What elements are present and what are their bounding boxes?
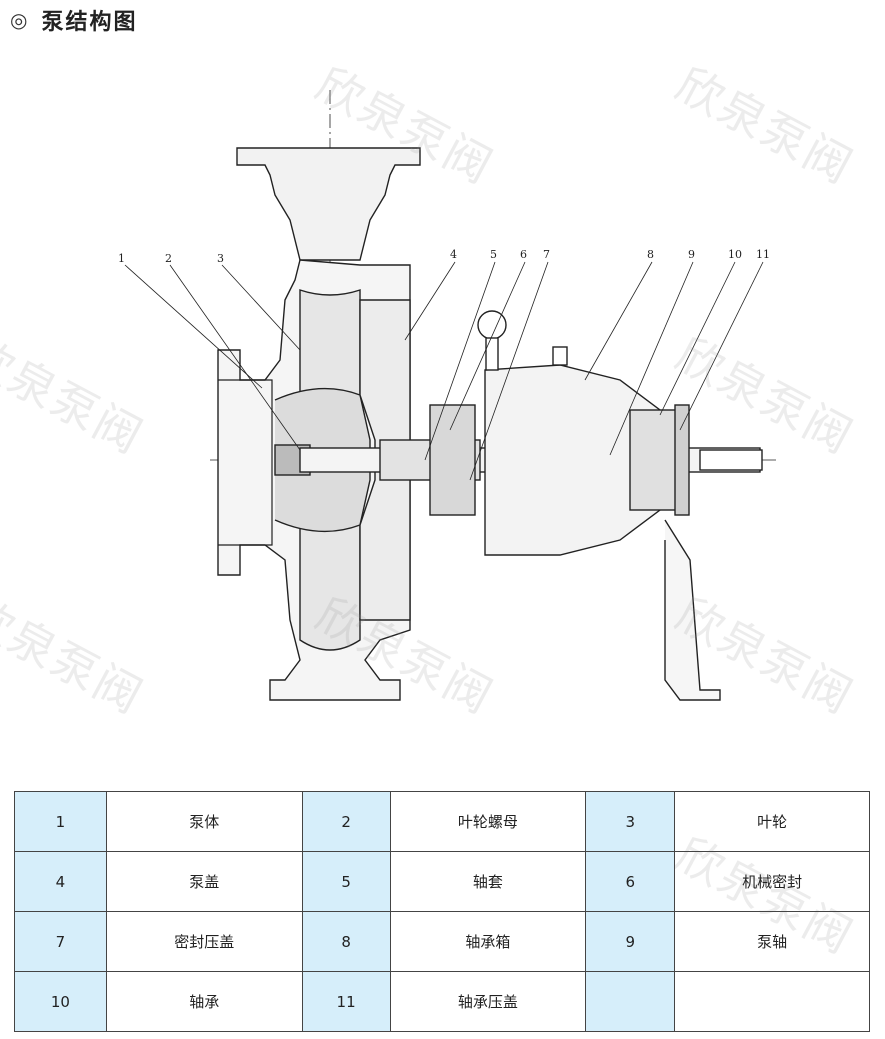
part-name: 叶轮: [674, 791, 870, 852]
callout-numbers: 1 2 3 4 5 6 7 8 9 10 11: [118, 248, 770, 265]
part-number: 11: [301, 971, 391, 1032]
part-name: 泵盖: [105, 851, 303, 912]
mechanical-seal: [429, 404, 476, 516]
part-number: 1: [14, 791, 107, 852]
lifting-eye: [477, 310, 507, 340]
callout-8: 8: [647, 248, 654, 261]
pump-cross-section-diagram: 1 2 3 4 5 6 7 8 9 10 11: [118, 90, 780, 701]
part-number: [585, 971, 676, 1032]
callout-4: 4: [450, 248, 457, 261]
callout-5: 5: [490, 248, 497, 261]
double-circle-icon: ◎: [10, 8, 28, 32]
part-number: 3: [585, 791, 676, 852]
part-name: 密封压盖: [105, 911, 303, 972]
callout-6: 6: [520, 248, 527, 261]
page-title: 泵结构图: [41, 10, 138, 35]
part-number: 10: [14, 971, 107, 1032]
part-name: [674, 971, 870, 1032]
part-name: 泵轴: [674, 911, 870, 972]
callout-9: 9: [688, 248, 695, 261]
part-name: 机械密封: [674, 851, 870, 912]
section-title: ◎ 泵结构图: [10, 4, 137, 36]
part-number: 4: [14, 851, 107, 912]
callout-7: 7: [543, 248, 550, 261]
callout-10: 10: [728, 248, 742, 261]
part-number: 6: [585, 851, 676, 912]
part-name: 轴承压盖: [389, 971, 587, 1032]
callout-leaders: [124, 261, 764, 481]
part-name: 轴套: [389, 851, 587, 912]
part-name: 轴承箱: [389, 911, 587, 972]
bearing: [629, 409, 681, 511]
bearing-cover: [674, 404, 690, 516]
part-number: 8: [301, 911, 391, 972]
part-name: 轴承: [105, 971, 303, 1032]
part-name: 叶轮螺母: [389, 791, 587, 852]
part-number: 5: [301, 851, 391, 912]
callout-3: 3: [217, 252, 224, 265]
callout-2: 2: [165, 252, 172, 265]
callout-11: 11: [756, 248, 770, 261]
callout-1: 1: [118, 252, 125, 265]
part-name: 泵体: [105, 791, 303, 852]
part-number: 9: [585, 911, 676, 972]
part-number: 2: [301, 791, 391, 852]
part-number: 7: [14, 911, 107, 972]
support-bracket: [664, 519, 721, 701]
